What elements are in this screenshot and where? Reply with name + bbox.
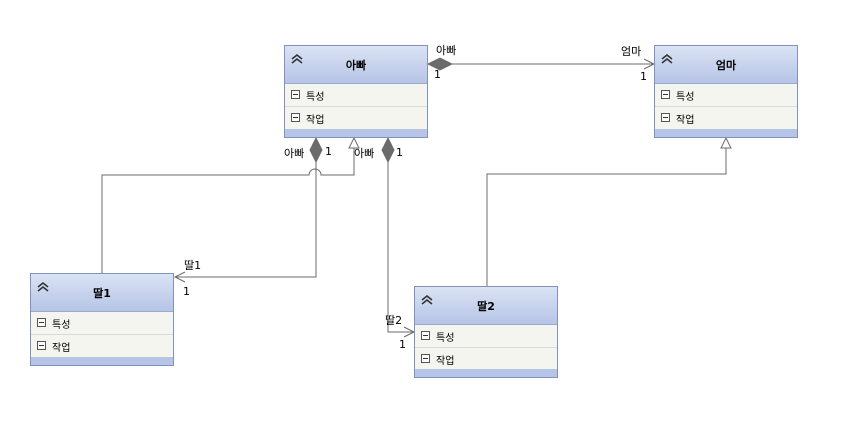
collapse-minus-icon[interactable]	[421, 331, 430, 340]
role-label-d2: 딸2	[385, 314, 403, 327]
generalization-triangle-dad	[348, 136, 360, 149]
collapse-chevron-icon[interactable]	[420, 293, 434, 307]
class-daughter1[interactable]: 딸1 특성 작업	[30, 273, 174, 366]
section-operations[interactable]: 작업	[655, 107, 797, 130]
section-operations[interactable]: 작업	[31, 335, 173, 358]
role-label-d1: 딸1	[184, 259, 202, 272]
composition-diamond-dad-d2	[381, 136, 395, 164]
collapse-chevron-icon[interactable]	[36, 280, 50, 294]
multiplicity-dad-d2: 1	[396, 146, 403, 159]
class-mom[interactable]: 엄마 특성 작업	[654, 45, 798, 138]
multiplicity-d1: 1	[183, 285, 190, 298]
section-attributes[interactable]: 특성	[415, 325, 557, 348]
class-header[interactable]: 엄마	[655, 46, 797, 84]
section-label: 특성	[676, 92, 695, 103]
section-label: 특성	[306, 92, 325, 103]
collapse-minus-icon[interactable]	[661, 113, 670, 122]
arrowhead-d1	[173, 271, 186, 283]
generalization-d1-dad	[101, 147, 355, 273]
class-header[interactable]: 딸2	[415, 287, 557, 325]
generalization-d2-mom	[486, 148, 727, 286]
class-footer	[285, 129, 427, 137]
collapse-minus-icon[interactable]	[37, 341, 46, 350]
class-header[interactable]: 딸1	[31, 274, 173, 312]
section-label: 특성	[436, 333, 455, 344]
section-operations[interactable]: 작업	[415, 348, 557, 371]
multiplicity-d2: 1	[399, 338, 406, 351]
section-label: 작업	[436, 356, 455, 367]
class-title: 딸1	[93, 287, 111, 300]
collapse-chevron-icon[interactable]	[660, 52, 674, 66]
section-attributes[interactable]: 특성	[655, 84, 797, 107]
section-label: 작업	[676, 115, 695, 126]
class-footer	[655, 129, 797, 137]
section-attributes[interactable]: 특성	[285, 84, 427, 107]
class-title: 엄마	[715, 59, 737, 72]
role-label-mom: 엄마	[621, 45, 642, 58]
role-label-dad-d1: 아빠	[284, 147, 305, 160]
collapse-minus-icon[interactable]	[291, 113, 300, 122]
section-label: 작업	[52, 343, 71, 354]
role-label-dad-d2: 아빠	[354, 147, 375, 160]
class-title: 딸2	[477, 300, 495, 313]
class-footer	[415, 369, 557, 377]
class-dad[interactable]: 아빠 특성 작업	[284, 45, 428, 138]
section-label: 특성	[52, 320, 71, 331]
association-dad-d2	[387, 162, 414, 333]
section-attributes[interactable]: 특성	[31, 312, 173, 335]
composition-diamond-dad-mom	[426, 57, 454, 71]
multiplicity-mom: 1	[640, 70, 647, 83]
composition-diamond-dad-d1	[309, 136, 323, 164]
collapse-minus-icon[interactable]	[421, 354, 430, 363]
generalization-triangle-mom	[720, 136, 732, 149]
class-title: 아빠	[345, 59, 367, 72]
section-operations[interactable]: 작업	[285, 107, 427, 130]
collapse-chevron-icon[interactable]	[290, 52, 304, 66]
role-label-dad-mom: 아빠	[436, 44, 457, 57]
collapse-minus-icon[interactable]	[291, 90, 300, 99]
class-header[interactable]: 아빠	[285, 46, 427, 84]
multiplicity-dad-d1: 1	[325, 145, 332, 158]
multiplicity-dad-mom: 1	[434, 68, 441, 81]
association-dad-d1	[175, 162, 317, 278]
class-daughter2[interactable]: 딸2 특성 작업	[414, 286, 558, 378]
collapse-minus-icon[interactable]	[37, 318, 46, 327]
section-label: 작업	[306, 115, 325, 126]
collapse-minus-icon[interactable]	[661, 90, 670, 99]
class-footer	[31, 357, 173, 365]
